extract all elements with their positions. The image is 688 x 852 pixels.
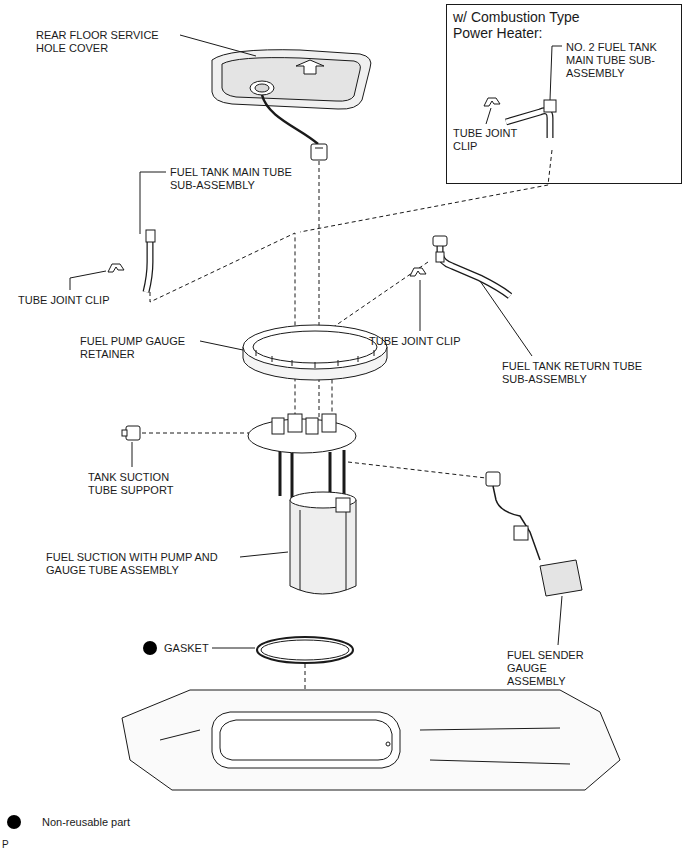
- leader-line: [240, 552, 288, 557]
- legend-swatch: [6, 814, 22, 830]
- part-label: TUBE JOINT CLIP: [369, 335, 460, 348]
- leader-line: [200, 341, 243, 350]
- figure-code: P: [2, 838, 9, 851]
- legend-text: Non-reusable part: [42, 816, 130, 829]
- part-label: TUBE JOINT CLIP: [18, 294, 109, 307]
- leader-line: [212, 648, 255, 649]
- inset-heading: w/ Combustion Type Power Heater:: [453, 9, 598, 41]
- leader-line: [550, 46, 562, 100]
- part-label: FUEL TANK MAIN TUBE SUB-ASSEMBLY: [170, 166, 318, 192]
- leader-line: [132, 442, 133, 467]
- part-label: FUEL SENDER GAUGE ASSEMBLY: [507, 649, 605, 688]
- leader-line: [180, 35, 256, 56]
- leader-line: [558, 596, 562, 645]
- leader-line: [140, 172, 166, 234]
- leader-line: [480, 281, 532, 356]
- part-label: FUEL TANK RETURN TUBE SUB-ASSEMBLY: [502, 360, 662, 386]
- leader-line: [486, 108, 491, 124]
- part-label: TANK SUCTION TUBE SUPPORT: [88, 471, 186, 497]
- part-label: FUEL SUCTION WITH PUMP AND GAUGE TUBE AS…: [46, 551, 238, 577]
- leader-line: [70, 271, 106, 290]
- legend-swatch-mark: [7, 815, 21, 829]
- part-label: NO. 2 FUEL TANK MAIN TUBE SUB-ASSEMBLY: [566, 41, 678, 80]
- part-label: GASKET: [164, 642, 209, 655]
- leader-line: [420, 280, 421, 331]
- part-label: TUBE JOINT CLIP: [453, 127, 529, 153]
- variant-inset-box: w/ Combustion Type Power Heater:NO. 2 FU…: [446, 4, 682, 184]
- part-label: FUEL PUMP GAUGE RETAINER: [80, 335, 202, 361]
- part-label: REAR FLOOR SERVICE HOLE COVER: [36, 29, 176, 55]
